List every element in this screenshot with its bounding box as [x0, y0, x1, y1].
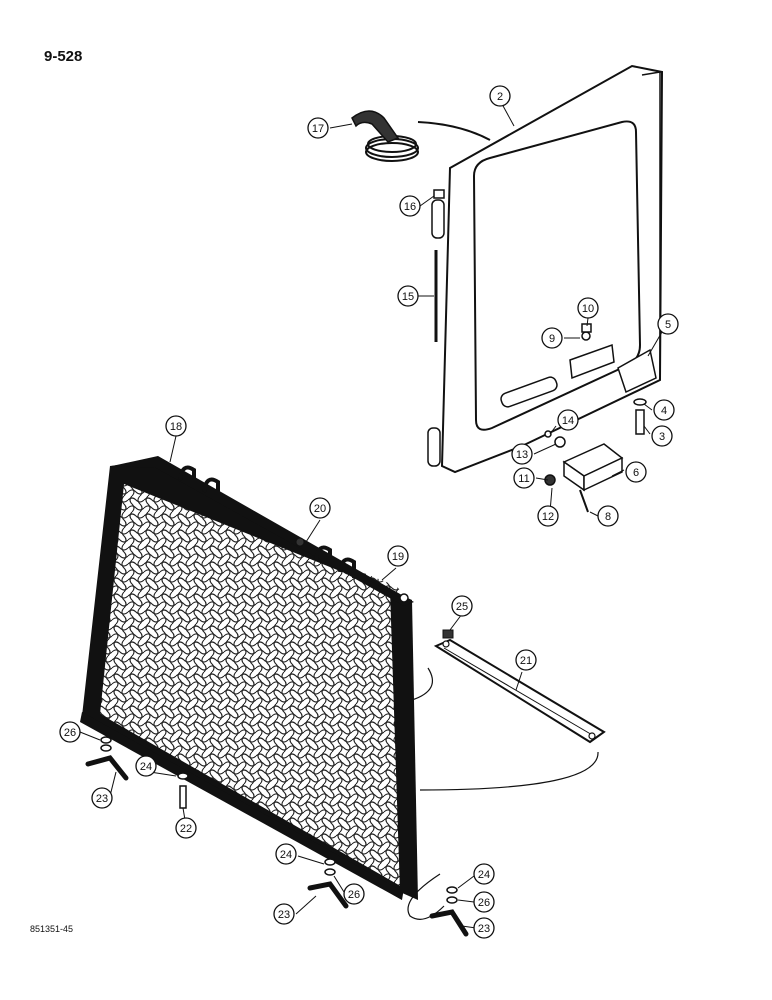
- svg-text:22: 22: [180, 823, 192, 835]
- svg-text:8: 8: [605, 511, 611, 523]
- callout-19: 19: [387, 545, 409, 567]
- callout-26b: 26: [343, 883, 365, 905]
- callout-17: 17: [307, 117, 329, 139]
- callout-18: 18: [165, 415, 187, 437]
- callout-23a: 23: [91, 787, 113, 809]
- callout-9: 9: [541, 327, 563, 349]
- svg-text:26: 26: [64, 727, 76, 739]
- svg-text:4: 4: [661, 405, 667, 417]
- svg-text:24: 24: [280, 849, 292, 861]
- svg-text:25: 25: [456, 601, 468, 613]
- svg-text:13: 13: [516, 449, 528, 461]
- callout-21: 21: [515, 649, 537, 671]
- callout-3: 3: [651, 425, 673, 447]
- svg-text:18: 18: [170, 421, 182, 433]
- svg-text:26: 26: [478, 897, 490, 909]
- callout-4: 4: [653, 399, 675, 421]
- screen-guard: [80, 456, 418, 900]
- cab-door: [427, 64, 664, 474]
- callout-2: 2: [489, 85, 511, 107]
- seal-coil: [351, 110, 491, 162]
- callout-13: 13: [511, 443, 533, 465]
- svg-text:21: 21: [520, 655, 532, 667]
- callout-24a: 24: [135, 755, 157, 777]
- svg-text:11: 11: [518, 473, 529, 485]
- callout-26a: 26: [59, 721, 81, 743]
- callout-26c: 26: [473, 891, 495, 913]
- svg-text:23: 23: [478, 923, 490, 935]
- callout-10: 10: [577, 297, 599, 319]
- svg-text:9: 9: [549, 333, 555, 345]
- svg-text:24: 24: [140, 761, 152, 773]
- callout-25: 25: [451, 595, 473, 617]
- callout-14: 14: [557, 409, 579, 431]
- svg-text:26: 26: [348, 889, 360, 901]
- callout-24c: 24: [473, 863, 495, 885]
- callout-5: 5: [657, 313, 679, 335]
- callout-24b: 24: [275, 843, 297, 865]
- callout-6: 6: [625, 461, 647, 483]
- svg-text:10: 10: [582, 303, 594, 315]
- svg-text:14: 14: [562, 415, 574, 427]
- callout-22: 22: [175, 817, 197, 839]
- svg-text:24: 24: [478, 869, 490, 881]
- callout-23c: 23: [473, 917, 495, 939]
- callout-11: 11: [513, 467, 535, 489]
- callout-20: 20: [309, 497, 331, 519]
- svg-text:19: 19: [392, 551, 404, 563]
- svg-text:12: 12: [542, 511, 554, 523]
- svg-text:23: 23: [96, 793, 108, 805]
- svg-text:23: 23: [278, 909, 290, 921]
- svg-text:20: 20: [314, 503, 326, 515]
- svg-text:5: 5: [665, 319, 671, 331]
- svg-text:6: 6: [633, 467, 639, 479]
- svg-text:15: 15: [402, 291, 414, 303]
- callout-16: 16: [399, 195, 421, 217]
- callout-8: 8: [597, 505, 619, 527]
- callout-23b: 23: [273, 903, 295, 925]
- fasteners: [85, 736, 469, 937]
- svg-text:3: 3: [659, 431, 665, 443]
- callouts: 2 3 4 5 6 8 9 10 11 12 13 14 15 16 17 18…: [59, 85, 679, 939]
- svg-text:2: 2: [497, 91, 503, 103]
- page-number: 9-528: [44, 48, 83, 65]
- callout-12: 12: [537, 505, 559, 527]
- reference-code: 851351-45: [30, 924, 74, 934]
- svg-text:17: 17: [312, 123, 324, 135]
- callout-15: 15: [397, 285, 419, 307]
- support-bar: [433, 629, 606, 744]
- svg-text:16: 16: [404, 201, 416, 213]
